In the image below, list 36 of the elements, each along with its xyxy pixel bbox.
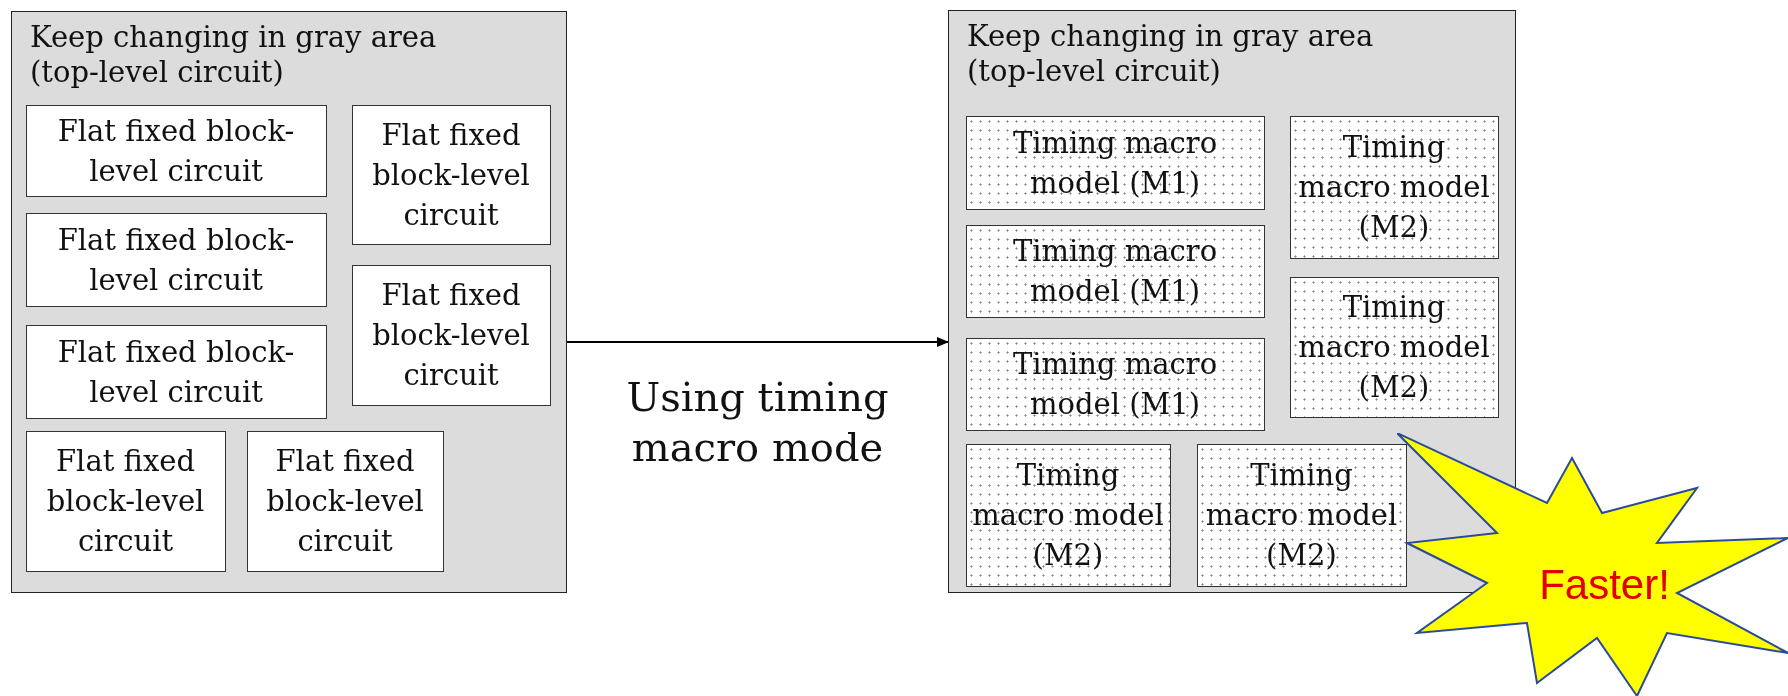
arrow (566, 337, 949, 347)
macro-model-block (965, 224, 1265, 318)
group-title: Keep changing in gray area (top-level circuit) (30, 20, 438, 90)
block-label: Flat fixed block-level circuit (56, 333, 296, 411)
circuit-block (25, 104, 327, 197)
starburst (1397, 433, 1788, 696)
callout-text: Faster! (1539, 560, 1670, 609)
block-label: Timing macro model (M1) (1011, 124, 1219, 202)
block-label: Flat fixed block-level circuit (371, 277, 531, 394)
block-label: Flat fixed block-level circuit (45, 443, 206, 560)
block-label: Timing macro model (M1) (1011, 346, 1219, 423)
block-label: Timing macro model (M2) (971, 457, 1165, 574)
macro-model-block (1289, 276, 1499, 418)
edge-label: Using timing macro mode (625, 373, 890, 472)
macro-model-block (1196, 443, 1407, 587)
circuit-block (25, 324, 327, 419)
block-label: Flat fixed block-level circuit (56, 112, 296, 190)
block-label: Timing macro model (M2) (1297, 129, 1491, 246)
macro-model-block (965, 337, 1265, 431)
macro-model-block (965, 443, 1171, 587)
block-label: Flat fixed block-level circuit (371, 116, 531, 234)
circuit-block (25, 430, 226, 572)
block-label: Flat fixed block-level circuit (265, 443, 425, 560)
circuit-block (351, 264, 551, 406)
block-label: Timing macro model (M2) (1204, 457, 1399, 574)
block-label: Timing macro model (M1) (1011, 233, 1219, 310)
group-title: Keep changing in gray area (top-level circuit) (967, 19, 1375, 89)
block-label: Flat fixed block-level circuit (56, 221, 296, 299)
circuit-area (11, 11, 567, 593)
macro-model-block (1289, 115, 1499, 259)
circuit-block (25, 212, 327, 307)
circuit-block (246, 430, 444, 572)
block-label: Timing macro model (M2) (1297, 289, 1491, 406)
circuit-block (351, 104, 551, 245)
circuit-area (948, 10, 1516, 593)
macro-model-block (965, 115, 1265, 210)
